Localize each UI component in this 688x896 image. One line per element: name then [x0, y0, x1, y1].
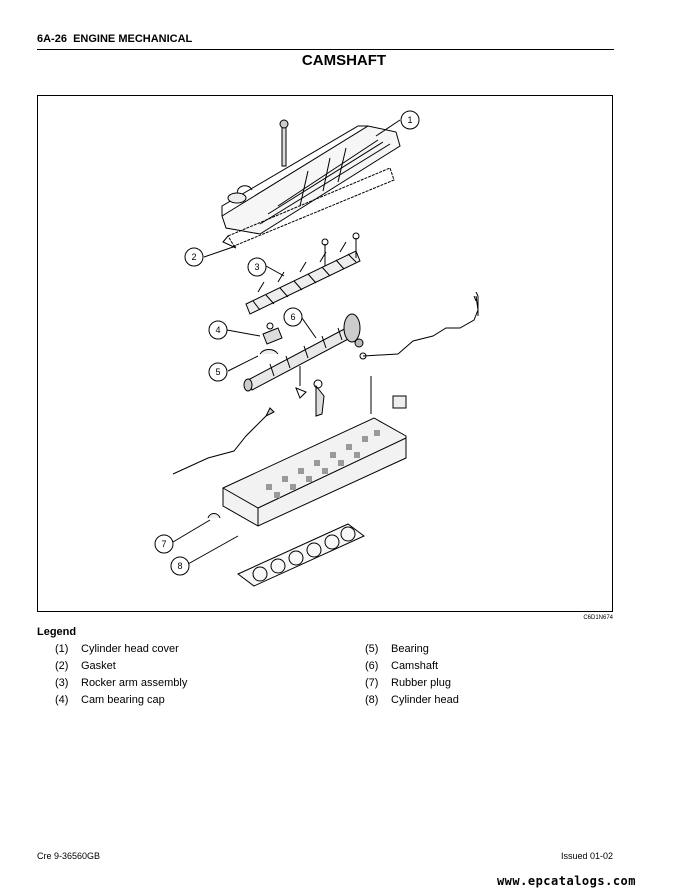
callout-5-label: 5	[215, 367, 220, 377]
legend-item-label: Rubber plug	[391, 677, 451, 689]
callout-leaders	[172, 119, 401, 565]
legend-item-label: Bearing	[391, 643, 429, 655]
legend-item: (4) Cam bearing cap	[55, 694, 165, 706]
legend-item: (5) Bearing	[365, 643, 429, 655]
legend-item-number: (5)	[365, 643, 379, 655]
footer-document-code: Cre 9-36560GB	[37, 851, 101, 861]
callout-4-label: 4	[215, 325, 220, 335]
legend-item-number: (2)	[55, 660, 69, 672]
legend-item-label: Rocker arm assembly	[81, 677, 188, 689]
section-title: ENGINE MECHANICAL	[73, 33, 193, 45]
page-title: CAMSHAFT	[301, 52, 387, 69]
legend-item-number: (8)	[365, 694, 379, 706]
head-gasket-drawing	[237, 523, 365, 587]
callout-1: 1	[400, 110, 420, 130]
callout-3: 3	[247, 257, 267, 277]
gasket-drawing	[222, 167, 395, 249]
legend-item-label: Camshaft	[391, 660, 439, 672]
figure-code: C6D1N674	[583, 615, 613, 621]
legend-item-number: (6)	[365, 660, 379, 672]
callout-7: 7	[154, 534, 174, 554]
legend-item-label: Cylinder head cover	[81, 643, 179, 655]
callout-circles: 1 2 3 4 6 5 7 8	[154, 110, 420, 576]
section-number: 6A-26	[37, 33, 67, 45]
callout-8-label: 8	[177, 561, 182, 571]
callout-2: 2	[184, 247, 204, 267]
legend-item-label: Cam bearing cap	[81, 694, 165, 706]
cylinder-head-drawing	[207, 417, 407, 527]
legend-item: (3) Rocker arm assembly	[55, 677, 187, 689]
callout-6: 6	[283, 307, 303, 327]
page-header: 6A-26 ENGINE MECHANICAL	[37, 33, 614, 50]
callout-4: 4	[208, 320, 228, 340]
glow-plug-harness-drawing	[172, 407, 275, 475]
legend-item: (6) Camshaft	[365, 660, 438, 672]
legend-item-label: Cylinder head	[391, 694, 459, 706]
exploded-view-figure: 1 2 3 4 6 5 7 8	[37, 95, 613, 612]
camshaft-drawing	[243, 313, 364, 392]
callout-8: 8	[170, 556, 190, 576]
legend-item-number: (4)	[55, 694, 69, 706]
rocker-arm-assembly-drawing	[245, 232, 361, 315]
legend-item-number: (3)	[55, 677, 69, 689]
injector-drawing	[295, 366, 407, 417]
callout-1-label: 1	[407, 115, 412, 125]
watermark-url: www.epcatalogs.com	[496, 874, 636, 888]
callout-5: 5	[208, 362, 228, 382]
wiring-harness-drawing	[359, 291, 479, 360]
legend-item: (1) Cylinder head cover	[55, 643, 179, 655]
legend-title: Legend	[37, 626, 77, 638]
callout-3-label: 3	[254, 262, 259, 272]
callout-6-label: 6	[290, 312, 295, 322]
callout-7-label: 7	[161, 539, 166, 549]
callout-2-label: 2	[191, 252, 196, 262]
cylinder-head-cover-drawing	[221, 119, 401, 235]
legend-item: (2) Gasket	[55, 660, 116, 672]
legend-item-number: (7)	[365, 677, 379, 689]
footer-issue-date: Issued 01-02	[561, 851, 614, 861]
legend-item-label: Gasket	[81, 660, 116, 672]
legend-item-number: (1)	[55, 643, 69, 655]
bearing-cap-drawing	[259, 322, 283, 355]
legend-item: (7) Rubber plug	[365, 677, 451, 689]
legend-item: (8) Cylinder head	[365, 694, 459, 706]
camshaft-exploded-diagram: 1 2 3 4 6 5 7 8	[154, 110, 479, 587]
